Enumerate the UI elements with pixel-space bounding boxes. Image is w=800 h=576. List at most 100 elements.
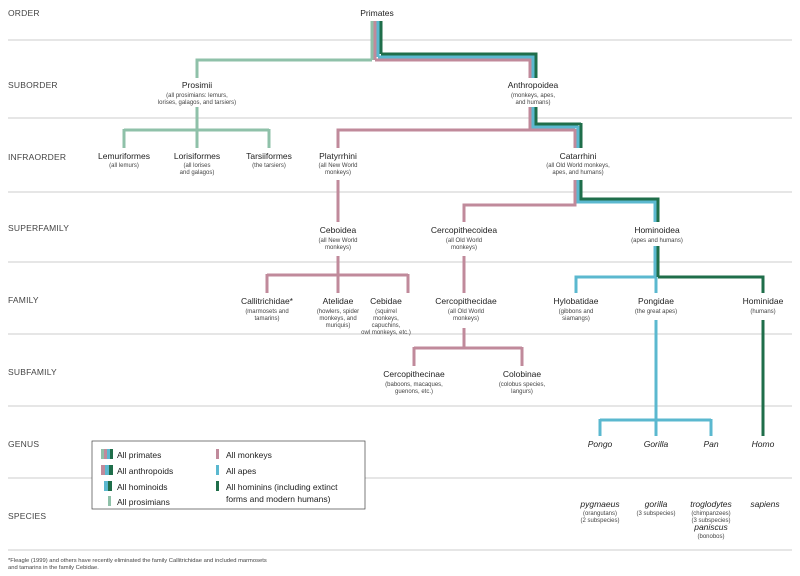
node-cercopithecoidea: Cercopithecoidea (all Old World monkeys) — [431, 225, 497, 251]
legend-item-all-prosimians: All prosimians — [108, 496, 170, 507]
connector-line — [579, 180, 660, 222]
species-sapiens: sapiens — [750, 499, 780, 509]
node-cercopithecinae: Cercopithecinae (baboons, macaques, guen… — [383, 369, 445, 395]
swatch-stripe — [110, 449, 113, 459]
species-troglodytes: troglodytes (chimpanzees) (3 subspecies) — [690, 499, 732, 524]
legend-swatch — [108, 496, 111, 506]
node-hominidae: Hominidae (humans) — [743, 296, 784, 315]
connector-line — [534, 107, 581, 126]
legend-label: forms and modern humans) — [226, 494, 331, 504]
species-name: sapiens — [750, 499, 780, 509]
node-description: (apes and humans) — [631, 238, 683, 244]
rank-label-suborder: SUBORDER — [8, 80, 58, 90]
genus-gorilla: Gorilla — [644, 439, 669, 449]
rank-label-genus: GENUS — [8, 439, 39, 449]
node-name: Lorisiformes — [174, 151, 220, 161]
node-description: (all lemurs) — [109, 163, 139, 169]
node-name: Primates — [360, 8, 394, 18]
connector-line — [462, 180, 577, 222]
species-name: troglodytes — [690, 499, 732, 509]
node-cercopithecidae: Cercopithecidae (all Old World monkeys) — [435, 296, 497, 322]
species-description: (orangutans) — [583, 511, 617, 517]
legend-swatch — [216, 465, 219, 475]
node-description: and humans) — [515, 100, 550, 106]
node-cebidae: Cebidae (squirrel monkeys, capuchins, ow… — [361, 296, 411, 336]
swatch-stripe — [105, 465, 109, 475]
node-description: (baboons, macaques, — [385, 382, 443, 388]
genus-homo: Homo — [752, 439, 775, 449]
node-description: (all New World — [319, 238, 358, 244]
species-description: (bonobos) — [697, 534, 724, 540]
node-name: Callitrichidae* — [241, 296, 294, 306]
legend-label: All monkeys — [226, 450, 272, 460]
legend-item-all-monkeys: All monkeys — [216, 449, 272, 460]
node-primates: Primates — [360, 8, 394, 18]
node-description: tamarins) — [254, 316, 279, 322]
connector-line — [576, 180, 657, 222]
rank-label-species: SPECIES — [8, 511, 46, 521]
species-gorilla: gorilla (3 subspecies) — [636, 499, 675, 517]
node-lemuriformes: Lemuriformes (all lemurs) — [98, 151, 150, 169]
node-colobinae: Colobinae (colobus species, langurs) — [499, 369, 546, 395]
tree-connectors — [122, 21, 765, 436]
node-name: Cebidae — [370, 296, 402, 306]
node-hominoidea: Hominoidea (apes and humans) — [631, 225, 683, 244]
node-name: Hominoidea — [634, 225, 680, 235]
legend-swatch — [101, 449, 113, 459]
node-description: monkeys) — [325, 245, 351, 251]
species-name: gorilla — [645, 499, 668, 509]
node-atelidae: Atelidae (howlers, spider monkeys, and m… — [317, 296, 359, 329]
rank-label-superfamily: SUPERFAMILY — [8, 223, 69, 233]
node-name: Pongidae — [638, 296, 674, 306]
node-name: Anthropoidea — [508, 80, 559, 90]
node-description: and galagos) — [180, 170, 215, 176]
rank-label-infraorder: INFRAORDER — [8, 152, 66, 162]
legend-item-all-apes: All apes — [216, 465, 256, 476]
node-description: (all prosimians: lemurs, — [166, 93, 228, 99]
node-name: Ceboidea — [320, 225, 357, 235]
species-name: pygmaeus — [579, 499, 620, 509]
node-description: (gibbons and — [559, 309, 594, 315]
node-description: owl monkeys, etc.) — [361, 330, 411, 336]
node-anthropoidea: Anthropoidea (monkeys, apes, and humans) — [508, 80, 559, 106]
legend-swatch — [104, 481, 112, 491]
node-callitrichidae: Callitrichidae* (marmosets and tamarins) — [241, 296, 294, 322]
connector-line — [531, 107, 578, 129]
node-pongidae: Pongidae (the great apes) — [635, 296, 677, 315]
species-description: (3 subspecies) — [691, 518, 730, 524]
node-description: (all New World — [319, 163, 358, 169]
genus-pongo: Pongo — [588, 439, 613, 449]
node-description: capuchins, — [372, 323, 401, 329]
rank-label-order: ORDER — [8, 8, 40, 18]
node-description: monkeys, — [373, 316, 399, 322]
rank-label-subfamily: SUBFAMILY — [8, 367, 57, 377]
node-description: apes, and humans) — [552, 170, 603, 176]
rank-label-family: FAMILY — [8, 295, 39, 305]
node-description: (howlers, spider — [317, 309, 359, 315]
node-description: langurs) — [511, 389, 533, 395]
connector-line — [381, 52, 538, 78]
species-description: (chimpanzees) — [691, 511, 730, 517]
node-description: siamangs) — [562, 316, 590, 322]
species-pygmaeus: pygmaeus (orangutans) (2 subspecies) — [579, 499, 620, 524]
node-description: monkeys) — [451, 245, 477, 251]
node-name: Lemuriformes — [98, 151, 150, 161]
node-description: (marmosets and — [245, 309, 288, 315]
node-name: Prosimii — [182, 80, 212, 90]
node-description: (all Old World — [448, 309, 484, 315]
swatch-stripe — [107, 449, 110, 459]
node-description: (squirrel — [375, 309, 397, 315]
node-ceboidea: Ceboidea (all New World monkeys) — [319, 225, 358, 251]
node-description: guenons, etc.) — [395, 389, 433, 395]
node-tarsiiformes: Tarsiiformes (the tarsiers) — [246, 151, 292, 169]
species-description: (2 subspecies) — [580, 518, 619, 524]
species-paniscus: paniscus (bonobos) — [693, 522, 728, 540]
species-name: paniscus — [693, 522, 728, 532]
node-name: Hominidae — [743, 296, 784, 306]
node-name: Cercopithecinae — [383, 369, 445, 379]
footnote: *Fleagle (1999) and others have recently… — [8, 558, 267, 571]
node-description: (all lorises — [183, 163, 210, 169]
node-name: Tarsiiformes — [246, 151, 292, 161]
node-hylobatidae: Hylobatidae (gibbons and siamangs) — [554, 296, 599, 322]
